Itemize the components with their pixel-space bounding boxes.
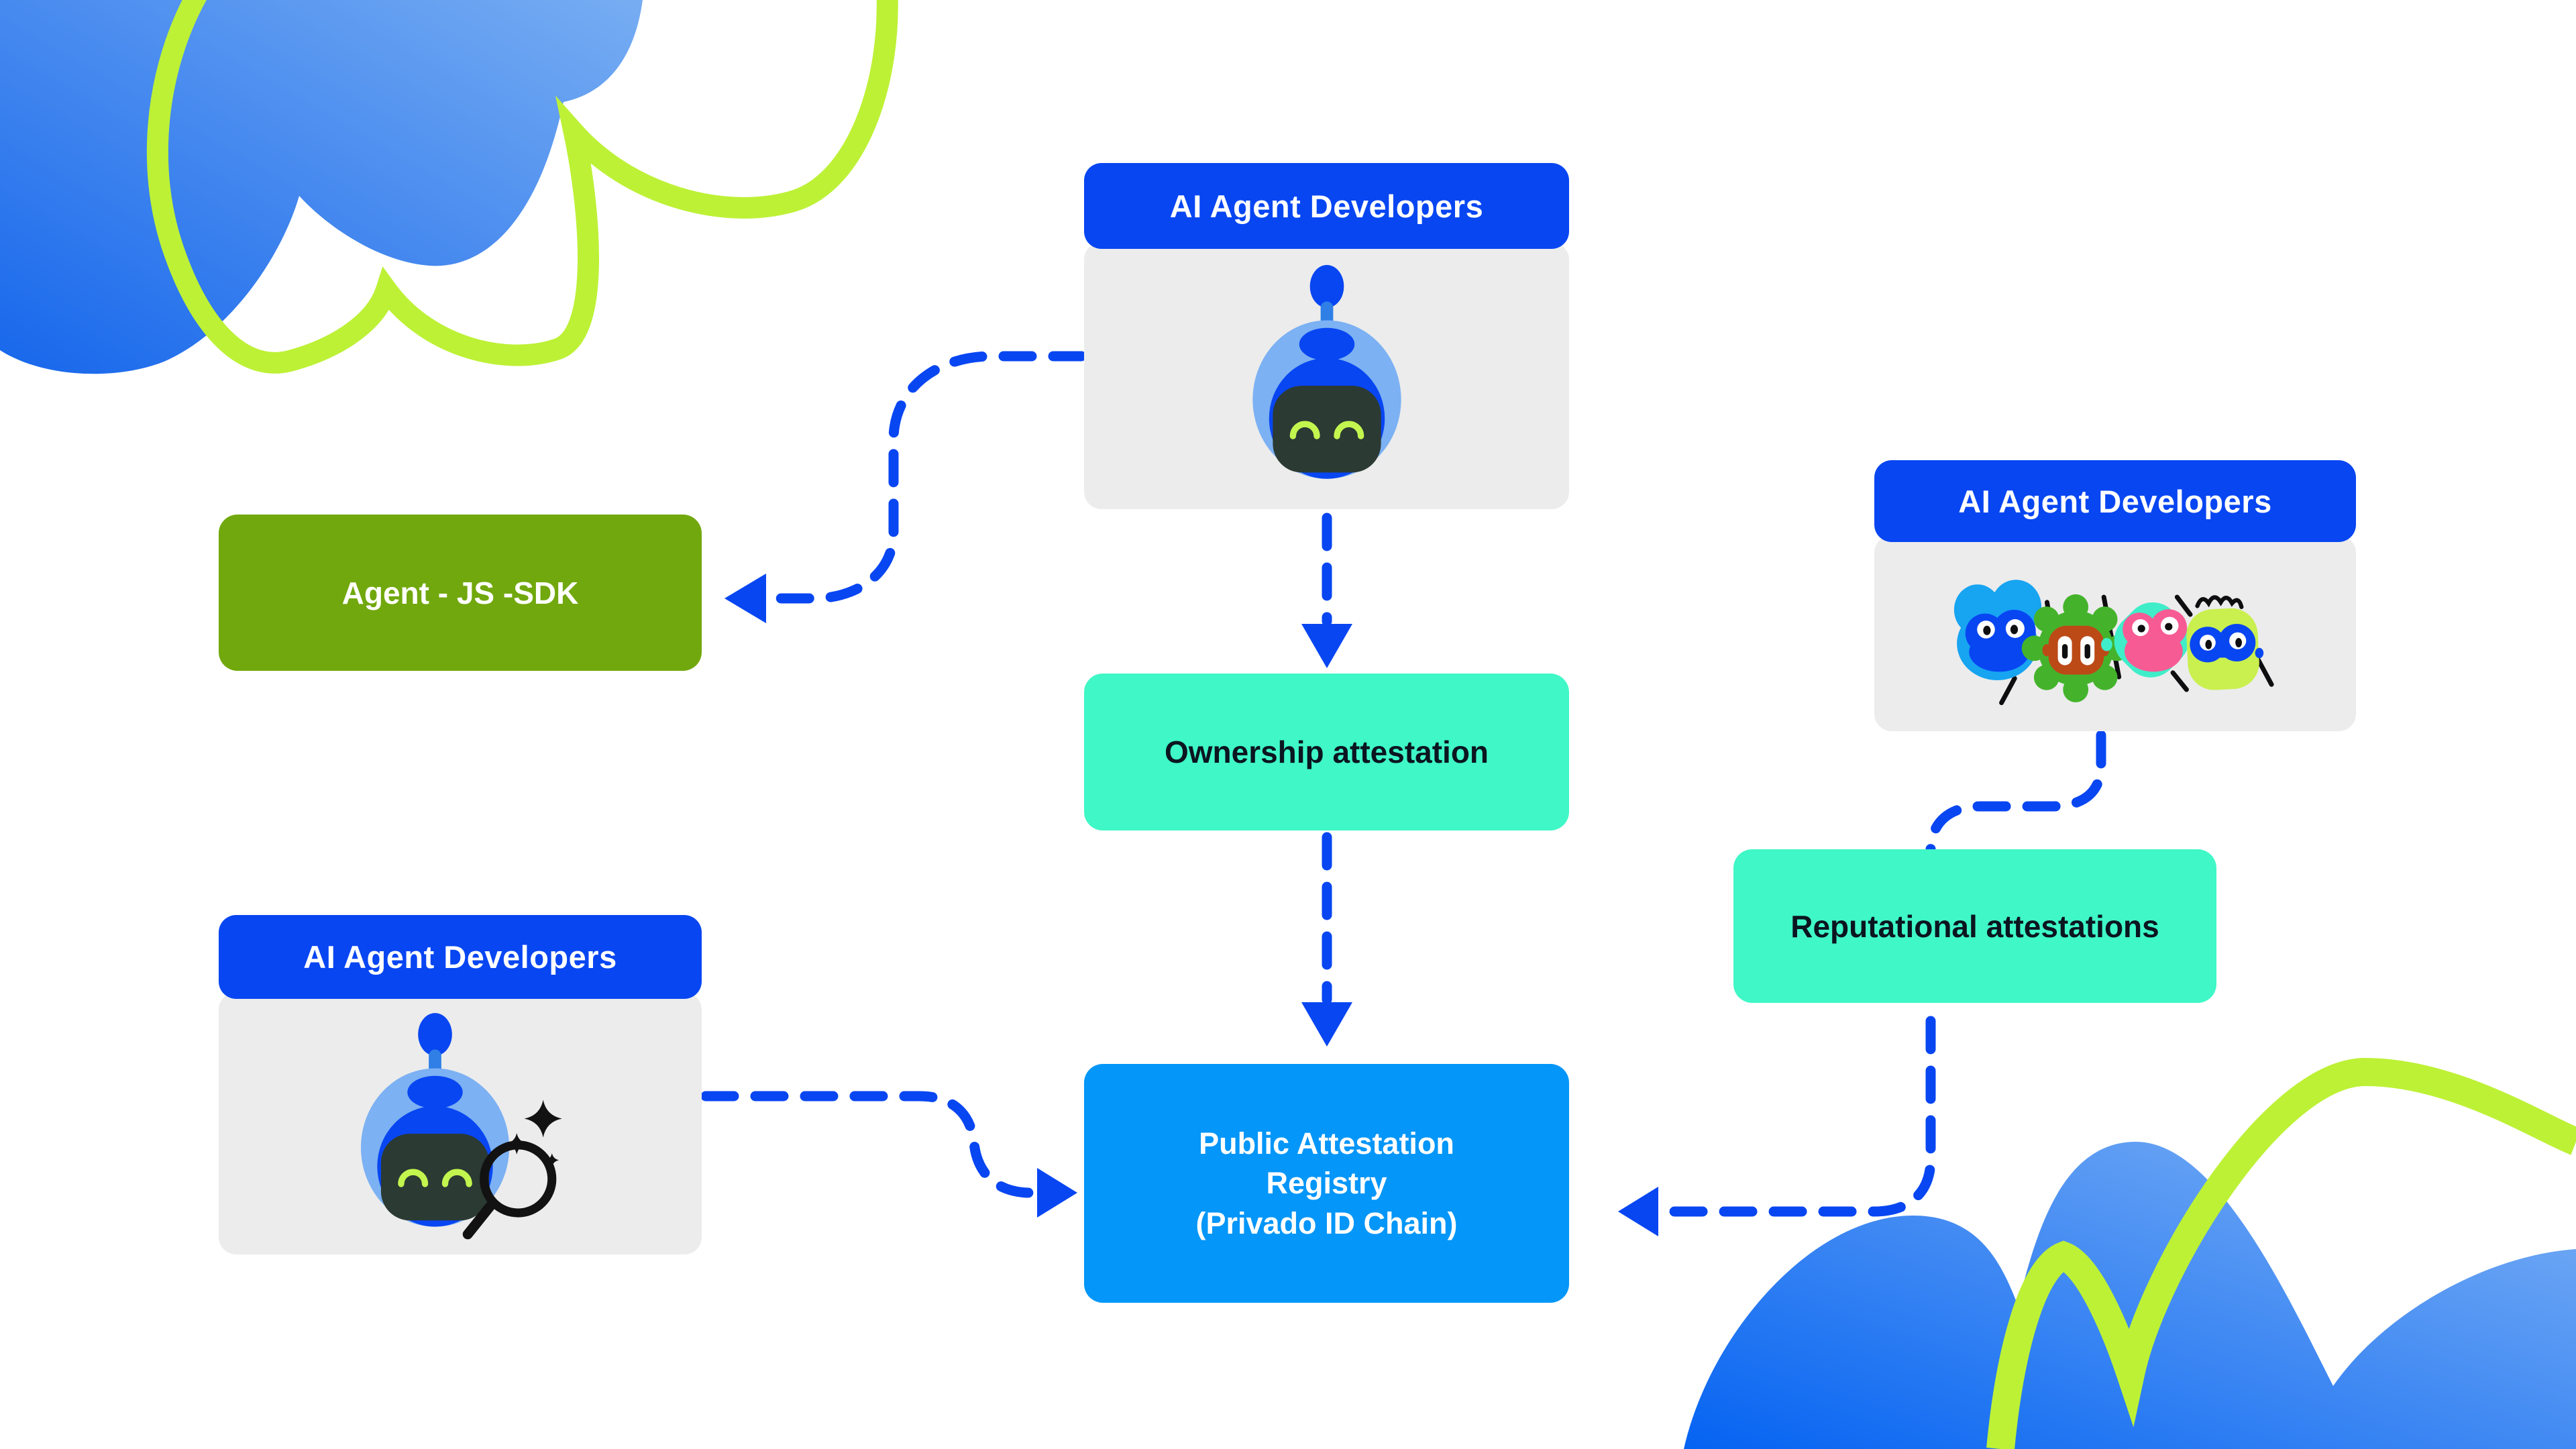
sparkle-icon bbox=[506, 1099, 562, 1167]
node-ownership-attestation-label: Ownership attestation bbox=[1164, 735, 1489, 769]
arrowhead-down-icon bbox=[1301, 1002, 1352, 1046]
lime-cloud-outline bbox=[1986, 1057, 2576, 1449]
robot-icon bbox=[1252, 265, 1401, 479]
registry-label-line2: Registry bbox=[1266, 1166, 1387, 1201]
node-ownership-attestation: Ownership attestation bbox=[1084, 674, 1569, 830]
cloud-decoration-top-left bbox=[0, 0, 898, 374]
node-agent-js-sdk: Agent - JS -SDK bbox=[219, 515, 702, 671]
cloud-decoration-bottom-right bbox=[1684, 1057, 2576, 1449]
node-agent-js-sdk-label: Agent - JS -SDK bbox=[341, 575, 579, 610]
lime-cloud-outline bbox=[146, 0, 898, 374]
monster-lime bbox=[2186, 595, 2264, 690]
robot-search-icon bbox=[360, 1012, 562, 1239]
node-top-developers: AI Agent Developers bbox=[1084, 163, 1569, 509]
node-right-developers-body bbox=[1874, 535, 2356, 731]
arrow-bottom-dev-to-registry bbox=[700, 1091, 1037, 1198]
node-right-developers-label: AI Agent Developers bbox=[1958, 483, 2272, 519]
arrowhead-left-icon bbox=[724, 574, 766, 623]
node-right-developers-header: AI Agent Developers bbox=[1874, 460, 2356, 542]
node-bottom-developers-header: AI Agent Developers bbox=[219, 915, 702, 999]
node-top-developers-body bbox=[1084, 242, 1569, 509]
node-bottom-developers-body bbox=[219, 992, 702, 1254]
node-top-developers-header: AI Agent Developers bbox=[1084, 163, 1569, 249]
registry-label-line1: Public Attestation bbox=[1199, 1126, 1454, 1161]
node-bottom-developers-label: AI Agent Developers bbox=[303, 939, 617, 975]
line-right-dev-to-reputational bbox=[1925, 730, 2106, 856]
arrow-top-to-sdk bbox=[766, 351, 1087, 604]
monster-mint bbox=[2101, 602, 2206, 678]
arrowhead-right-icon bbox=[1037, 1168, 1077, 1218]
blue-cloud-shape bbox=[1684, 1142, 2576, 1449]
arrowhead-left-icon bbox=[1618, 1187, 1658, 1236]
node-reputational-attestations: Reputational attestations bbox=[1733, 849, 2216, 1003]
monster-blue bbox=[1953, 580, 2042, 680]
arrow-reputational-to-registry bbox=[1658, 1016, 1936, 1217]
node-top-developers-label: AI Agent Developers bbox=[1169, 188, 1484, 224]
node-reputational-attestations-label: Reputational attestations bbox=[1790, 908, 2159, 944]
node-bottom-developers: AI Agent Developers bbox=[219, 915, 702, 1254]
arrowhead-down-icon bbox=[1301, 624, 1352, 668]
node-public-attestation-registry: Public Attestation Registry (Privado ID … bbox=[1084, 1064, 1569, 1303]
node-right-developers: AI Agent Developers bbox=[1874, 460, 2356, 731]
monster-avatars-icon bbox=[1953, 580, 2274, 706]
registry-label-line3: (Privado ID Chain) bbox=[1195, 1205, 1458, 1240]
monster-green bbox=[2021, 594, 2130, 702]
